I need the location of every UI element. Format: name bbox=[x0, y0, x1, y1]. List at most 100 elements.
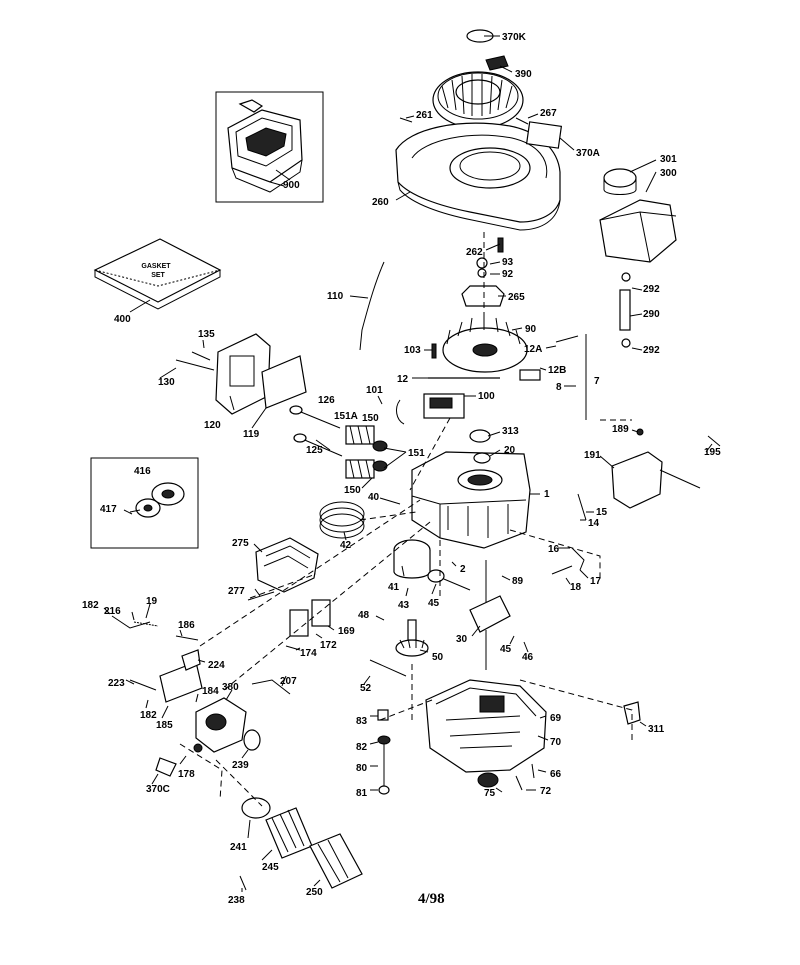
recoil-starter bbox=[432, 55, 524, 129]
callout-370A: 370A bbox=[576, 148, 600, 159]
fan-retainer bbox=[461, 285, 505, 307]
callout-70: 70 bbox=[550, 737, 562, 748]
carburetor bbox=[195, 697, 247, 753]
bolt bbox=[175, 359, 215, 371]
callout-390: 390 bbox=[515, 69, 532, 80]
valve bbox=[295, 409, 341, 429]
leader-lines bbox=[103, 35, 713, 892]
callout-42: 42 bbox=[340, 540, 352, 551]
screw bbox=[515, 775, 523, 791]
callout-185: 185 bbox=[156, 720, 173, 731]
valve bbox=[299, 437, 343, 457]
callout-50: 50 bbox=[432, 652, 444, 663]
callout-12B: 12B bbox=[548, 365, 566, 376]
screw bbox=[431, 343, 437, 359]
callout-265: 265 bbox=[508, 292, 525, 303]
callout-370C: 370C bbox=[146, 784, 170, 795]
breather-gasket bbox=[261, 355, 307, 409]
callout-275: 275 bbox=[232, 538, 249, 549]
nut bbox=[193, 743, 203, 753]
piston bbox=[393, 539, 431, 579]
governor-link bbox=[251, 679, 291, 695]
callout-30: 30 bbox=[456, 634, 468, 645]
callout-20: 20 bbox=[504, 445, 516, 456]
callout-174: 174 bbox=[300, 648, 317, 659]
clamp bbox=[621, 338, 631, 348]
cylinder-block bbox=[411, 451, 531, 549]
governor-shaft bbox=[369, 659, 407, 677]
callout-83: 83 bbox=[356, 716, 368, 727]
gasket-set-text-line-1: GASKET bbox=[141, 263, 171, 270]
callout-250: 250 bbox=[306, 887, 323, 898]
carburetor-gasket bbox=[159, 661, 203, 703]
callout-40: 40 bbox=[368, 492, 380, 503]
fitting bbox=[377, 709, 389, 721]
callout-130: 130 bbox=[158, 377, 175, 388]
drain-plug bbox=[477, 772, 499, 788]
callout-119: 119 bbox=[243, 429, 260, 440]
link bbox=[577, 493, 587, 521]
callout-239: 239 bbox=[232, 760, 249, 771]
screw bbox=[247, 591, 275, 601]
gasket-set-text-line-2: SET bbox=[151, 272, 165, 279]
callout-238: 238 bbox=[228, 895, 245, 906]
callout-8: 8 bbox=[556, 382, 562, 393]
callout-300: 300 bbox=[660, 168, 677, 179]
intake-gasket bbox=[289, 609, 309, 637]
decal bbox=[525, 121, 563, 149]
spring bbox=[707, 435, 721, 447]
callout-135: 135 bbox=[198, 329, 215, 340]
callout-380: 380 bbox=[222, 682, 239, 693]
callout-110: 110 bbox=[327, 291, 344, 302]
callout-12: 12 bbox=[397, 374, 409, 385]
callout-66: 66 bbox=[550, 769, 562, 780]
callout-45-lower: 45 bbox=[500, 644, 512, 655]
callout-311: 311 bbox=[648, 724, 665, 735]
detail-inset-frame bbox=[90, 457, 199, 549]
callout-260: 260 bbox=[372, 197, 389, 208]
fuel-tank bbox=[599, 199, 677, 263]
callout-267: 267 bbox=[540, 108, 557, 119]
callout-48: 48 bbox=[358, 610, 370, 621]
callout-900: 900 bbox=[283, 180, 300, 191]
callout-41: 41 bbox=[388, 582, 400, 593]
washer bbox=[477, 268, 487, 278]
muffler bbox=[255, 537, 319, 593]
oil-fill-cap bbox=[623, 701, 641, 725]
callout-150-upper: 150 bbox=[362, 413, 379, 424]
decal bbox=[155, 757, 177, 777]
callout-290: 290 bbox=[643, 309, 660, 320]
callout-241: 241 bbox=[230, 842, 247, 853]
callout-245: 245 bbox=[262, 862, 279, 873]
callout-186: 186 bbox=[178, 620, 195, 631]
callout-292-lower: 292 bbox=[643, 345, 660, 356]
callout-120: 120 bbox=[204, 420, 221, 431]
callout-150-lower: 150 bbox=[344, 485, 361, 496]
callout-262: 262 bbox=[466, 247, 483, 258]
callout-207: 207 bbox=[280, 676, 297, 687]
callout-223: 223 bbox=[108, 678, 125, 689]
callout-400: 400 bbox=[114, 314, 131, 325]
screw bbox=[551, 565, 573, 575]
spark-plug bbox=[191, 351, 211, 361]
ignition-module bbox=[396, 393, 465, 425]
bracket-detail bbox=[129, 482, 185, 518]
callout-182-upper: 182 bbox=[82, 600, 99, 611]
callout-92: 92 bbox=[502, 269, 514, 280]
ground-wire bbox=[359, 261, 385, 351]
callout-416: 416 bbox=[134, 466, 151, 477]
callout-90: 90 bbox=[525, 324, 537, 335]
governor-spring bbox=[133, 621, 159, 627]
callout-370K: 370K bbox=[502, 32, 527, 43]
callout-46: 46 bbox=[522, 652, 534, 663]
callout-191: 191 bbox=[584, 450, 601, 461]
callout-52: 52 bbox=[360, 683, 372, 694]
blower-housing bbox=[395, 122, 561, 231]
valve-springs bbox=[345, 425, 388, 479]
screw bbox=[399, 117, 413, 123]
fuel-cap bbox=[603, 168, 637, 195]
callout-82: 82 bbox=[356, 742, 368, 753]
callout-182-lower: 182 bbox=[140, 710, 157, 721]
callout-151: 151 bbox=[408, 448, 425, 459]
